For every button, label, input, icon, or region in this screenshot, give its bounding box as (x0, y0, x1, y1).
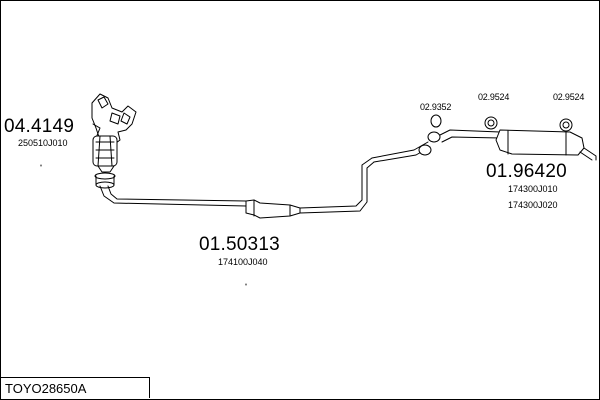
flange-gasket (418, 131, 441, 156)
oem-code-front-pipe: 174100J040 (218, 257, 268, 267)
oem-code-catalytic: 250510J010 (18, 138, 68, 148)
part-number-gasket: 02.9352 (420, 102, 452, 112)
catalytic-converter-manifold (91, 93, 137, 189)
oem-code-rear-silencer-2: 174300J020 (508, 200, 558, 210)
part-number-front-pipe: 01.50313 (199, 234, 280, 255)
rear-pipe-silencer (439, 129, 597, 161)
pointer-ticks (40, 164, 247, 286)
rubber-hangers (430, 114, 573, 132)
part-number-hanger-2: 02.9524 (553, 92, 585, 102)
reference-code: TOYO28650A (5, 381, 87, 396)
part-number-hanger-1: 02.9524 (478, 92, 510, 102)
reference-box: TOYO28650A (0, 377, 150, 398)
part-number-catalytic: 04.4149 (4, 116, 75, 137)
front-pipe (99, 141, 431, 219)
part-number-rear-silencer: 01.96420 (486, 161, 567, 182)
oem-code-rear-silencer-1: 174300J010 (508, 184, 558, 194)
